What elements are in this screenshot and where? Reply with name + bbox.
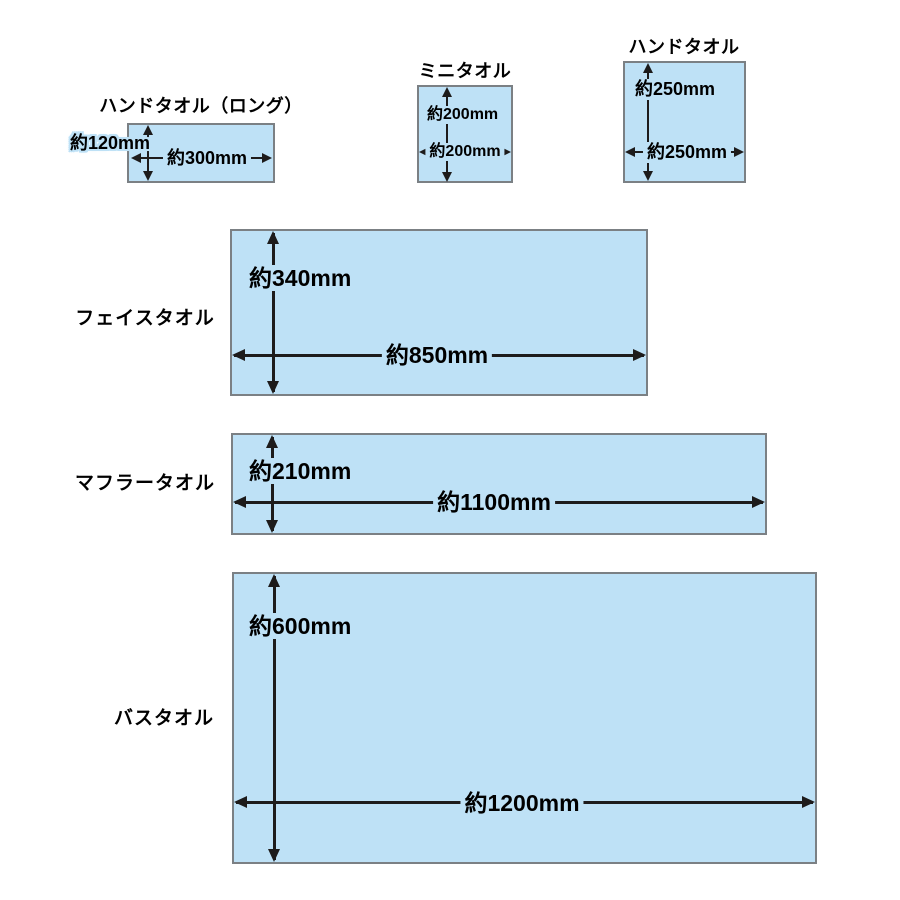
height-value: 約250mm [631, 79, 720, 100]
height-dimension-arrow-icon [442, 87, 452, 182]
height-value: 約340mm [245, 265, 356, 292]
width-value: 約300mm [162, 148, 252, 169]
towel-rect [230, 229, 648, 396]
height-value: 約210mm [245, 458, 356, 485]
height-dimension-arrow-icon [143, 125, 153, 181]
towel-name-label: ミニタオル [418, 61, 512, 81]
towel-name-label: バスタオル [113, 708, 215, 729]
towel-name-label: ハンドタオル [628, 37, 740, 57]
height-dimension-arrow-icon [268, 574, 280, 862]
width-value: 約850mm [381, 342, 493, 369]
width-value: 約250mm [642, 142, 732, 163]
towel-name-label: フェイスタオル [75, 308, 215, 329]
height-value: 約120mm [70, 133, 151, 153]
width-value: 約1100mm [433, 489, 555, 516]
height-dimension-arrow-icon [267, 231, 279, 394]
towel-rect [417, 85, 513, 183]
towel-name-label: ハンドタオル（ロング） [99, 96, 303, 116]
height-value: 約600mm [245, 613, 356, 640]
width-value: 約200mm [425, 143, 505, 162]
height-dimension-arrow-icon [643, 63, 653, 181]
width-value: 約1200mm [460, 790, 584, 817]
height-value: 約200mm [423, 106, 503, 125]
towel-name-label: マフラータオル [74, 473, 216, 494]
